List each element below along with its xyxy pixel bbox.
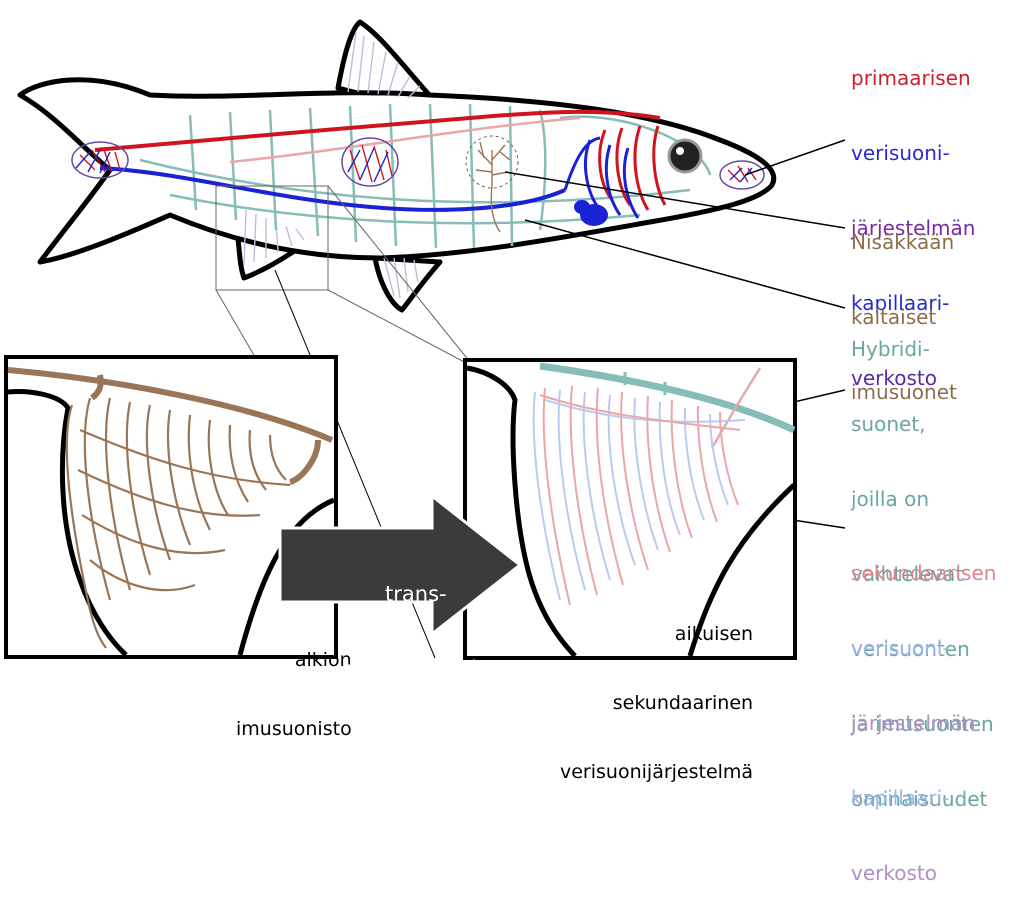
hybrid-line: verisuonten: [851, 637, 970, 661]
secondary-network-label: sekundaarisen verisuoni- järjestelmän ka…: [851, 511, 996, 911]
arrow-line: differentiaatio: [342, 657, 490, 681]
hybrid-line: vaihtelevat: [851, 562, 964, 586]
secondary-line: järjestelmän: [851, 711, 976, 735]
adult-line: sekundaarinen: [612, 692, 754, 714]
hybrid-line: Hybridi-: [851, 337, 930, 361]
secondary-line: verkosto: [851, 861, 937, 885]
embryo-line: imusuonisto: [236, 718, 352, 740]
primary-line: järjestelmän: [851, 216, 976, 240]
primary-network-label: primaarisen verisuoni- järjestelmän kapi…: [851, 16, 975, 416]
arrow-line: trans-: [385, 582, 447, 606]
mammal-line: imusuonet: [851, 380, 957, 404]
zebrafish-vasculature-diagram: [4, 19, 846, 660]
mammal-line: Nisäkkään: [851, 230, 955, 254]
adult-secondary-label: aikuisen sekundaarinen verisuonijärjeste…: [560, 577, 753, 807]
adult-line: verisuonijärjestelmä: [560, 761, 754, 783]
primary-line: kapillaari-: [851, 291, 950, 315]
primary-line: primaarisen: [851, 66, 971, 90]
dorsal-fin: [335, 19, 435, 105]
primary-line: verisuoni-: [851, 141, 950, 165]
mammal-line: kaltaiset: [851, 305, 937, 329]
eye-icon: [667, 138, 703, 174]
embryo-inset: [4, 355, 338, 659]
hybrid-line: joilla on: [851, 487, 929, 511]
fish-illustration: [17, 19, 777, 313]
primary-line: verkosto: [851, 366, 937, 390]
adult-inset: [463, 358, 797, 660]
transdifferentiation-arrow: [278, 492, 523, 638]
secondary-line: kapillaari-: [851, 786, 950, 810]
arrow-label: trans- differentiaatio: [342, 532, 490, 707]
adult-line: aikuisen: [674, 623, 754, 645]
cardinal-vein: [99, 166, 566, 212]
secondary-line: sekundaarisen: [851, 561, 997, 585]
hybrid-line: suonet,: [851, 412, 926, 436]
secondary-line: verisuoni-: [851, 636, 950, 660]
embryo-line: alkion: [294, 649, 352, 671]
embryo-lymphatics-label: alkion imusuonisto: [236, 603, 352, 764]
mammal-lymphatics-label: Nisäkkään kaltaiset imusuonet: [851, 180, 957, 430]
dorsal-aorta: [94, 109, 661, 152]
